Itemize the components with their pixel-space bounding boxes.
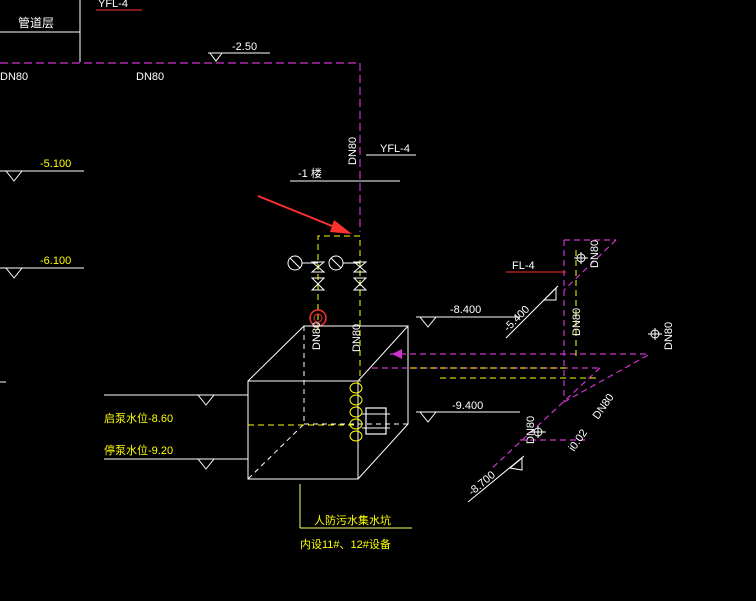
elev-250-label: -2.50: [232, 41, 257, 53]
top-pipe: DN80 DN80 -2.50: [0, 41, 361, 232]
elev-5400-marker-icon: [542, 286, 557, 301]
red-arrow-head-icon: [330, 220, 352, 234]
fl4-label: FL-4: [512, 260, 535, 272]
sump-top-and-side: [247, 325, 409, 480]
water-levels: 启泵水位-8.60 停泵水位-9.20: [104, 394, 248, 470]
floor-b1-label: -1 楼: [298, 166, 322, 180]
slope-label: i0.02: [567, 427, 591, 453]
pump-motor-icon: [365, 407, 387, 435]
start-level-label: 启泵水位-8.60: [104, 411, 173, 425]
top-left-section: YFL-4 管道层: [0, 0, 142, 62]
yfl-tag-label: YFL-4: [380, 143, 410, 155]
left-elevations: -5.100 -6.100: [0, 158, 84, 383]
floor-corridor-label: 管道层: [18, 15, 54, 30]
elev-8700-marker-icon: [508, 456, 523, 471]
sump-front-face: [247, 380, 359, 480]
right-section: FL-4 DN80 -8.400 -5.400 DN80 DN80 -9.400…: [359, 239, 675, 503]
elev-9400-marker-icon: [418, 411, 438, 423]
dn80-right-top-label: DN80: [589, 240, 601, 268]
dn80-pump-right-label: DN80: [351, 324, 363, 352]
sump-top-edge: [357, 325, 409, 382]
pump-discharge-pipes: [317, 235, 361, 330]
elev-5100-label: -5.100: [40, 158, 71, 170]
elev-5100-marker-icon: [4, 170, 24, 182]
stop-level-marker-icon: [196, 458, 216, 470]
pump-pipework: DN80 DN80: [287, 235, 368, 352]
submersible-pump-coil-icon: [349, 382, 363, 442]
gate-valve-left-icon: [310, 261, 326, 273]
dn80-mid-label: DN80: [136, 71, 164, 83]
sump-pit-box: [247, 325, 409, 480]
dn80-vertical-label: DN80: [347, 137, 359, 165]
elev-8700-label: -8.700: [466, 469, 498, 498]
sump-hidden-edges: [247, 326, 305, 480]
dn80-right-vert-label: DN80: [571, 308, 583, 336]
elev-8400-label: -8.400: [450, 304, 481, 316]
stop-level-label: 停泵水位-9.20: [104, 443, 173, 457]
pit-equipment-label: 内设11#、12#设备: [300, 537, 391, 551]
pit-name-label: 人防污水集水坑: [314, 513, 391, 527]
elev-9400-label: -9.400: [452, 400, 483, 412]
elev-6100-label: -6.100: [40, 255, 71, 267]
dn80-far-right-label: DN80: [663, 322, 675, 350]
elev-6100-marker-icon: [4, 267, 24, 279]
gate-valve-right-icon: [352, 261, 368, 273]
dn80-diag-label: DN80: [591, 392, 617, 422]
check-valve-left-icon: [310, 277, 326, 291]
elev-5400-label: -5.400: [502, 304, 533, 335]
right-diagonal-pipe: [563, 353, 651, 403]
start-level-marker-icon: [196, 394, 216, 406]
top-tag-label: YFL-4: [98, 0, 128, 10]
elev-8400-marker-icon: [418, 316, 438, 328]
dn80-bottom-label: DN80: [525, 416, 537, 444]
elev-250-marker-icon: [209, 52, 223, 62]
lower-diagonal-pipe: [489, 367, 601, 471]
dn80-pump-left-label: DN80: [311, 322, 323, 350]
red-arrow-annotation: [257, 195, 352, 234]
dn80-left-label: DN80: [0, 71, 28, 83]
red-arrow-shaft: [257, 195, 343, 231]
flow-arrow-icon: [392, 349, 402, 359]
check-valve-right-icon: [352, 277, 368, 291]
pit-label-group: 人防污水集水坑 内设11#、12#设备: [299, 484, 412, 551]
